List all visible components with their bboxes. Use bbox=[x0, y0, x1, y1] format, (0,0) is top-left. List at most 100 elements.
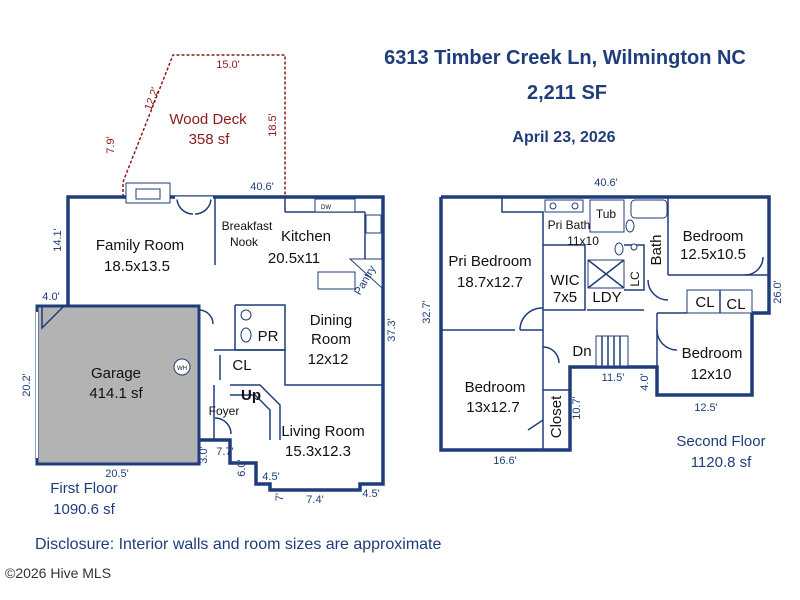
ff-dim-garage-side: 20.2' bbox=[21, 373, 33, 397]
bedroom-ne-name: Bedroom bbox=[683, 228, 744, 245]
bedroom-ne-size: 12.5x10.5 bbox=[680, 246, 746, 263]
garage-area bbox=[35, 304, 201, 466]
living-room-size: 15.3x12.3 bbox=[285, 443, 351, 460]
linen-closet-label: LC bbox=[628, 271, 642, 287]
deck-dim-left: 7.9' bbox=[105, 136, 117, 153]
bedroom-sw-size: 13x12.7 bbox=[466, 399, 519, 416]
copyright-text: ©2026 Hive MLS bbox=[5, 565, 111, 581]
garage-entry-door bbox=[198, 309, 214, 325]
pri-bedroom-name: Pri Bedroom bbox=[448, 253, 531, 270]
ff-dim-ledge: 4.0' bbox=[42, 291, 59, 303]
sf-dim-bottom-left: 16.6' bbox=[493, 455, 517, 467]
wic-name: WIC bbox=[550, 272, 579, 289]
second-floor-sf: 1120.8 sf bbox=[691, 454, 752, 471]
deck-dim-diagonal: 12.2' bbox=[143, 86, 162, 112]
pr-toilet bbox=[240, 327, 252, 343]
dining-room-size: 12x12 bbox=[308, 351, 349, 368]
pri-bath-name: Pri Bath bbox=[548, 218, 591, 232]
dining-room-name-1: Dining bbox=[310, 312, 353, 329]
dishwasher-label: DW bbox=[321, 205, 331, 211]
living-room-name: Living Room bbox=[281, 423, 364, 440]
sf-dim-stair-w: 11.5' bbox=[602, 372, 625, 384]
staircase bbox=[213, 384, 281, 440]
kitchen-size: 20.5x11 bbox=[268, 250, 320, 267]
ff-dim-left: 14.1' bbox=[52, 228, 64, 252]
address-title: 6313 Timber Creek Ln, Wilmington NC bbox=[384, 47, 746, 69]
total-sf: 2,211 SF bbox=[527, 82, 607, 104]
breakfast-nook-name-2: Nook bbox=[230, 235, 259, 249]
wic-walls bbox=[543, 244, 586, 311]
bedroom-se-size: 12x10 bbox=[691, 366, 732, 383]
breakfast-nook-name-1: Breakfast bbox=[222, 219, 273, 233]
garage-sf: 414.1 sf bbox=[89, 385, 143, 402]
second-floor: Pri Bedroom 18.7x12.7 Pri Bath 11x10 Tub… bbox=[421, 177, 784, 471]
bedroom-ne-door bbox=[647, 279, 669, 301]
ff-dim-bay-h: 7' bbox=[274, 493, 286, 501]
first-floor: Wood Deck 358 sf 15.0' 12.2' 7.9' 18.5' … bbox=[21, 54, 398, 518]
kitchen-name: Kitchen bbox=[281, 228, 331, 245]
sf-dim-step-h: 4.0' bbox=[639, 373, 651, 390]
ff-dim-bay-r: 4.5' bbox=[362, 488, 379, 500]
deck-sf: 358 sf bbox=[189, 131, 231, 148]
foyer-door bbox=[214, 417, 232, 435]
ff-dim-step-h: 6.0' bbox=[236, 459, 248, 476]
ff-dim-foyer-w: 7.7' bbox=[216, 446, 233, 458]
pri-bedroom-door bbox=[519, 307, 544, 331]
pri-bath-size: 11x10 bbox=[567, 234, 599, 248]
first-floor-exterior bbox=[66, 195, 385, 492]
pri-tub bbox=[589, 199, 625, 233]
deck-dim-top: 15.0' bbox=[216, 59, 240, 71]
foyer-label: Foyer bbox=[209, 404, 240, 418]
staircase-down bbox=[595, 335, 629, 367]
sf-dim-left: 32.7' bbox=[421, 300, 433, 324]
ff-dim-foyer-h: 3.0' bbox=[198, 446, 210, 463]
closet-door bbox=[527, 419, 544, 431]
ff-dim-right: 37.3' bbox=[386, 318, 398, 342]
laundry-label: LDY bbox=[592, 289, 621, 306]
water-heater-symbol bbox=[173, 358, 191, 376]
pri-bedroom-wall bbox=[501, 197, 544, 331]
ff-dim-garage-bottom: 20.5' bbox=[105, 468, 129, 480]
closet-sw-label: Closet bbox=[548, 395, 565, 438]
stove bbox=[365, 214, 382, 234]
family-room-size: 18.5x13.5 bbox=[104, 258, 170, 275]
deck-dim-right: 18.5' bbox=[267, 113, 279, 137]
closet-ne-2: CL bbox=[726, 296, 745, 313]
sf-dim-closet-h: 10.7' bbox=[571, 396, 583, 420]
closet-label: CL bbox=[232, 357, 251, 374]
bedroom-sw-name: Bedroom bbox=[465, 379, 526, 396]
bedroom-sw-door bbox=[542, 346, 560, 364]
garage-door-swing bbox=[41, 305, 65, 330]
first-floor-sf: 1090.6 sf bbox=[53, 501, 116, 518]
kitchen-sink bbox=[314, 198, 356, 213]
dining-room-name-2: Room bbox=[311, 331, 351, 348]
wic-size: 7x5 bbox=[553, 289, 577, 306]
ff-dim-bay-w: 7.4' bbox=[306, 494, 323, 506]
sf-dim-top: 40.6' bbox=[594, 177, 618, 189]
water-heater-label: WH bbox=[177, 366, 187, 372]
bedroom-se-name: Bedroom bbox=[682, 345, 743, 362]
hall-bath-tub bbox=[630, 199, 668, 219]
powder-room-label: PR bbox=[258, 328, 279, 345]
pr-sink bbox=[240, 309, 252, 321]
sf-dim-right: 26.0' bbox=[772, 280, 784, 304]
first-floor-label: First Floor bbox=[50, 480, 118, 497]
pri-bedroom-size: 18.7x12.7 bbox=[457, 274, 523, 291]
ff-dim-top: 40.6' bbox=[250, 181, 274, 193]
bedroom-se-door bbox=[656, 329, 678, 351]
pantry-walls bbox=[348, 258, 383, 290]
kitchen-island bbox=[317, 271, 356, 290]
deck-doors bbox=[176, 197, 212, 215]
family-room-name: Family Room bbox=[96, 237, 184, 254]
closet-ne-1: CL bbox=[695, 294, 714, 311]
pri-toilet bbox=[614, 242, 624, 256]
second-floor-label: Second Floor bbox=[676, 433, 765, 450]
plan-date: April 23, 2026 bbox=[512, 129, 615, 146]
stairs-down-label: Dn bbox=[572, 343, 591, 360]
disclosure-text: Disclosure: Interior walls and room size… bbox=[35, 536, 441, 553]
sf-dim-bottom-right: 12.5' bbox=[694, 402, 718, 414]
hall-bath-label: Bath bbox=[648, 235, 665, 266]
stairs-up-label: Up bbox=[241, 387, 261, 404]
garage-name: Garage bbox=[91, 365, 141, 382]
